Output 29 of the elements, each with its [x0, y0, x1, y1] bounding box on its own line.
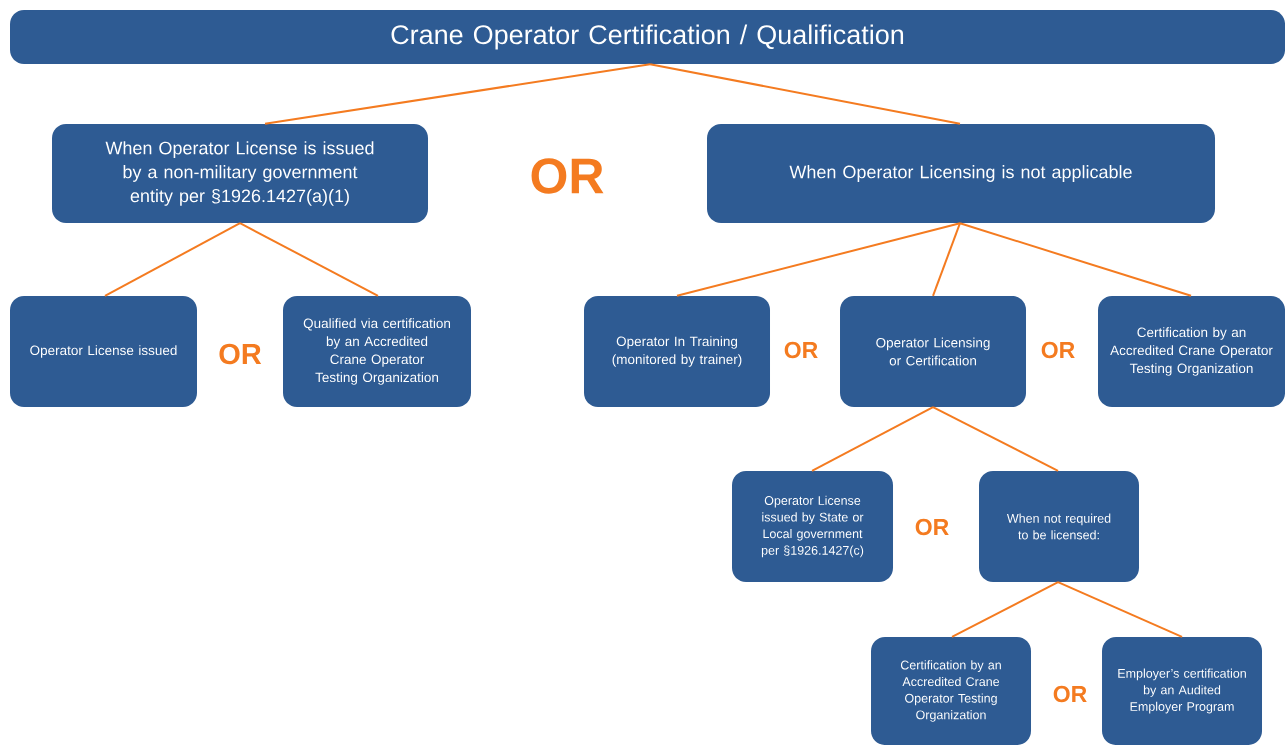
connector-line	[104, 222, 241, 297]
process-box: Operator License issued by State or Local government per §1926.1427(c)	[732, 471, 893, 582]
or-label: OR	[1041, 341, 1075, 359]
title-box: Crane Operator Certification / Qualification	[10, 10, 1285, 64]
process-box: Employer’s certification by an Audited Employer Program	[1102, 637, 1262, 745]
or-label: OR	[219, 343, 262, 365]
connector-line	[932, 222, 961, 297]
process-box: When Operator License is issued by a non-military government entity per §1926.1427(a)(1)	[52, 124, 428, 223]
process-box: When not required to be licensed:	[979, 471, 1139, 582]
process-box: Certification by an Accredited Crane Operator Testing Organization	[1098, 296, 1285, 407]
connector-line	[239, 222, 379, 297]
or-label: OR	[531, 158, 604, 194]
connector-line	[264, 63, 652, 125]
process-box: Operator Licensing or Certification	[840, 296, 1026, 407]
or-label: OR	[915, 518, 949, 536]
connector-line	[811, 406, 934, 472]
connector-line	[649, 63, 961, 125]
connector-line	[959, 222, 1192, 297]
process-box: Operator License issued	[10, 296, 197, 407]
connector-line	[932, 406, 1059, 472]
connector-line	[951, 581, 1059, 638]
connector-line	[676, 222, 961, 297]
process-box: When Operator Licensing is not applicable	[707, 124, 1215, 223]
or-label: OR	[784, 341, 818, 359]
process-box: Qualified via certification by an Accredited Crane Operator Testing Organization	[283, 296, 471, 407]
or-label: OR	[1053, 685, 1087, 703]
process-box: Certification by an Accredited Crane Operator Testing Organization	[871, 637, 1031, 745]
connector-line	[1057, 581, 1183, 638]
process-box: Operator In Training (monitored by trainer)	[584, 296, 770, 407]
